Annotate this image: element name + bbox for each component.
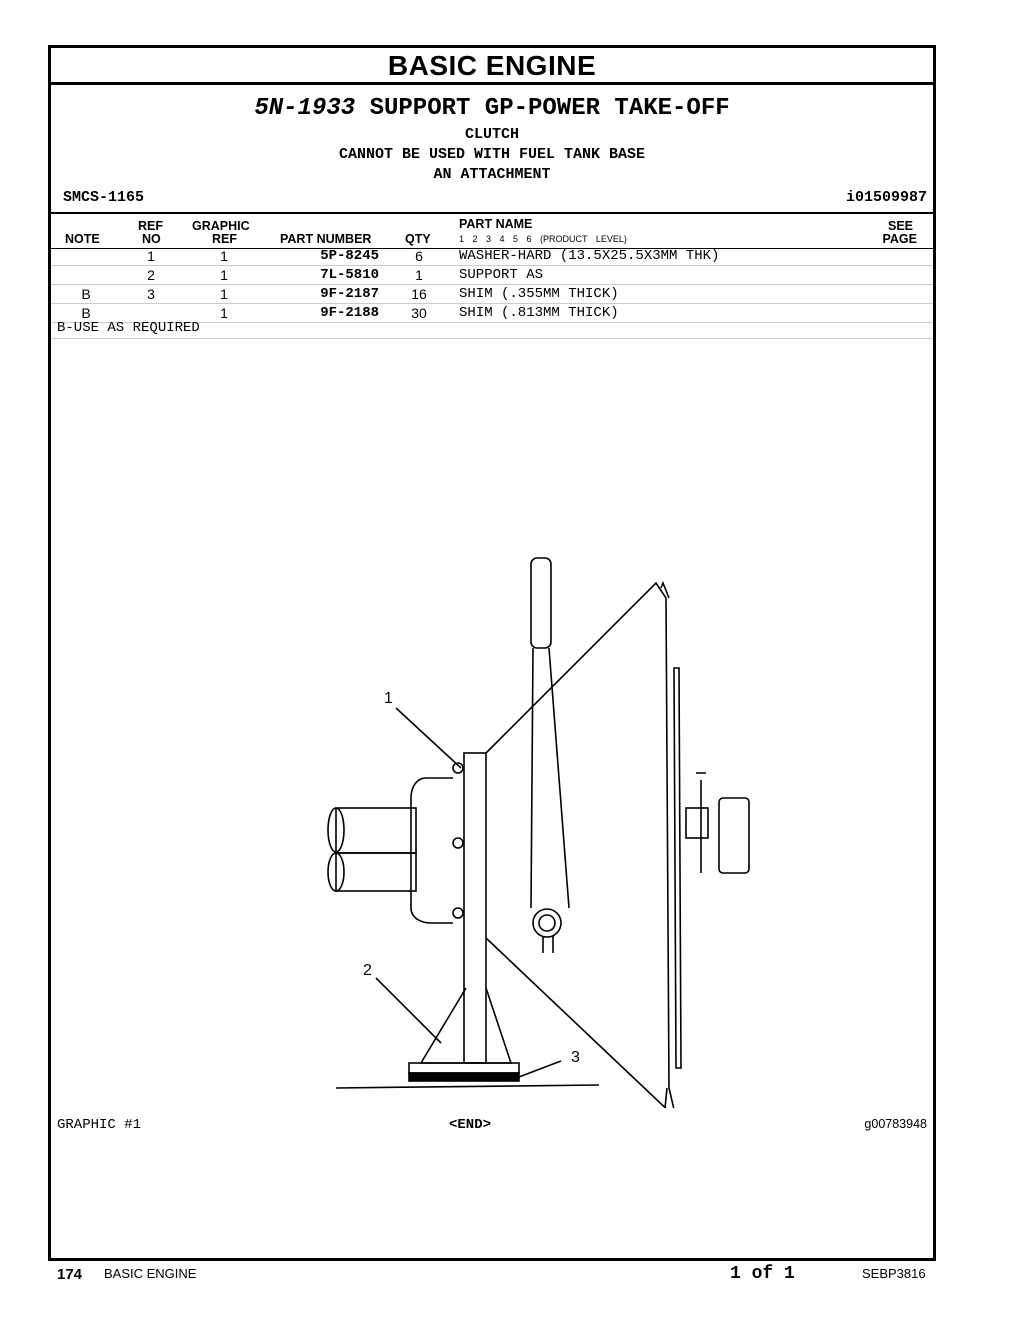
header-note: NOTE bbox=[65, 232, 100, 246]
group-line-1: CLUTCH bbox=[464, 126, 519, 143]
header-ref-bottom: NO bbox=[142, 232, 161, 246]
parts-table: 1 1 5P-8245 6 WASHER-HARD (13.5X25.5X3MM… bbox=[51, 247, 933, 323]
info-id: i01509987 bbox=[845, 189, 927, 206]
row-graphic-ref: 1 bbox=[220, 267, 228, 283]
header-product-level: 1 2 3 4 5 6 (PRODUCT LEVEL) bbox=[459, 234, 627, 244]
row-qty: 6 bbox=[415, 248, 423, 264]
graphic-id: g00783948 bbox=[864, 1117, 927, 1131]
row-graphic-ref: 1 bbox=[220, 248, 228, 264]
row-part-number: 7L-5810 bbox=[320, 267, 379, 283]
row-ref: 3 bbox=[147, 286, 155, 302]
row-part-number: 9F-2188 bbox=[320, 305, 379, 321]
notes-divider bbox=[51, 338, 933, 339]
page-frame: BASIC ENGINE 5N-1933 SUPPORT GP-POWER TA… bbox=[48, 45, 936, 1261]
page-of: 1 of 1 bbox=[730, 1264, 795, 1284]
footer-section: BASIC ENGINE bbox=[104, 1266, 197, 1281]
row-ref: 1 bbox=[147, 248, 155, 264]
group-line-3: AN ATTACHMENT bbox=[433, 166, 551, 183]
row-note: B bbox=[81, 286, 91, 302]
row-qty: 30 bbox=[411, 305, 427, 321]
header-qty: QTY bbox=[405, 232, 431, 246]
power-take-off-drawing: 1 2 3 bbox=[327, 557, 750, 1108]
note-text: B-USE AS REQUIRED bbox=[57, 320, 200, 336]
row-qty: 1 bbox=[415, 267, 423, 283]
smcs-code: SMCS-1165 bbox=[63, 189, 145, 206]
row-note: B bbox=[81, 305, 91, 321]
table-row: B 1 9F-2188 30 SHIM (.813MM THICK) bbox=[51, 304, 933, 323]
table-row: 1 1 5P-8245 6 WASHER-HARD (13.5X25.5X3MM… bbox=[51, 247, 933, 266]
graphic-label: GRAPHIC #1 bbox=[57, 1117, 142, 1133]
callout-1: 1 bbox=[384, 690, 393, 707]
table-row: 2 1 7L-5810 1 SUPPORT AS bbox=[51, 266, 933, 285]
row-part-number: 5P-8245 bbox=[320, 248, 379, 264]
row-part-name: SUPPORT AS bbox=[459, 267, 544, 283]
end-marker: <END> bbox=[449, 1117, 492, 1133]
group-name: SUPPORT GP-POWER TAKE-OFF bbox=[369, 95, 730, 122]
doc-id: SEBP3816 bbox=[862, 1266, 926, 1281]
header-part-number: PART NUMBER bbox=[280, 232, 372, 246]
row-ref: 2 bbox=[147, 267, 155, 283]
header-see-top: SEE bbox=[887, 219, 913, 233]
row-graphic-ref: 1 bbox=[220, 305, 228, 321]
group-title: 5N-1933 SUPPORT GP-POWER TAKE-OFF bbox=[51, 93, 933, 125]
group-line-2: CANNOT BE USED WITH FUEL TANK BASE bbox=[338, 146, 646, 163]
row-part-number: 9F-2187 bbox=[320, 286, 379, 302]
row-part-name: WASHER-HARD (13.5X25.5X3MM THK) bbox=[459, 248, 720, 264]
row-part-name: SHIM (.813MM THICK) bbox=[459, 305, 619, 321]
header-graphic-top: GRAPHIC bbox=[192, 219, 250, 233]
header-graphic-bottom: REF bbox=[212, 232, 237, 246]
table-row: B 3 1 9F-2187 16 SHIM (.355MM THICK) bbox=[51, 285, 933, 304]
row-qty: 16 bbox=[411, 286, 427, 302]
row-graphic-ref: 1 bbox=[220, 286, 228, 302]
header-see-bottom: PAGE bbox=[882, 232, 918, 246]
group-title-block: 5N-1933 SUPPORT GP-POWER TAKE-OFF CLUTCH… bbox=[51, 85, 933, 185]
table-header: NOTE REF NO GRAPHIC REF PART NUMBER QTY … bbox=[51, 212, 933, 249]
header-ref-top: REF bbox=[138, 219, 163, 233]
callout-2: 2 bbox=[363, 962, 372, 979]
page-number: 174 bbox=[57, 1266, 83, 1283]
group-part-number: 5N-1933 bbox=[254, 95, 356, 122]
callout-3: 3 bbox=[571, 1049, 580, 1066]
header-part-name: PART NAME bbox=[459, 217, 533, 231]
section-title: BASIC ENGINE bbox=[51, 48, 933, 85]
row-part-name: SHIM (.355MM THICK) bbox=[459, 286, 619, 302]
